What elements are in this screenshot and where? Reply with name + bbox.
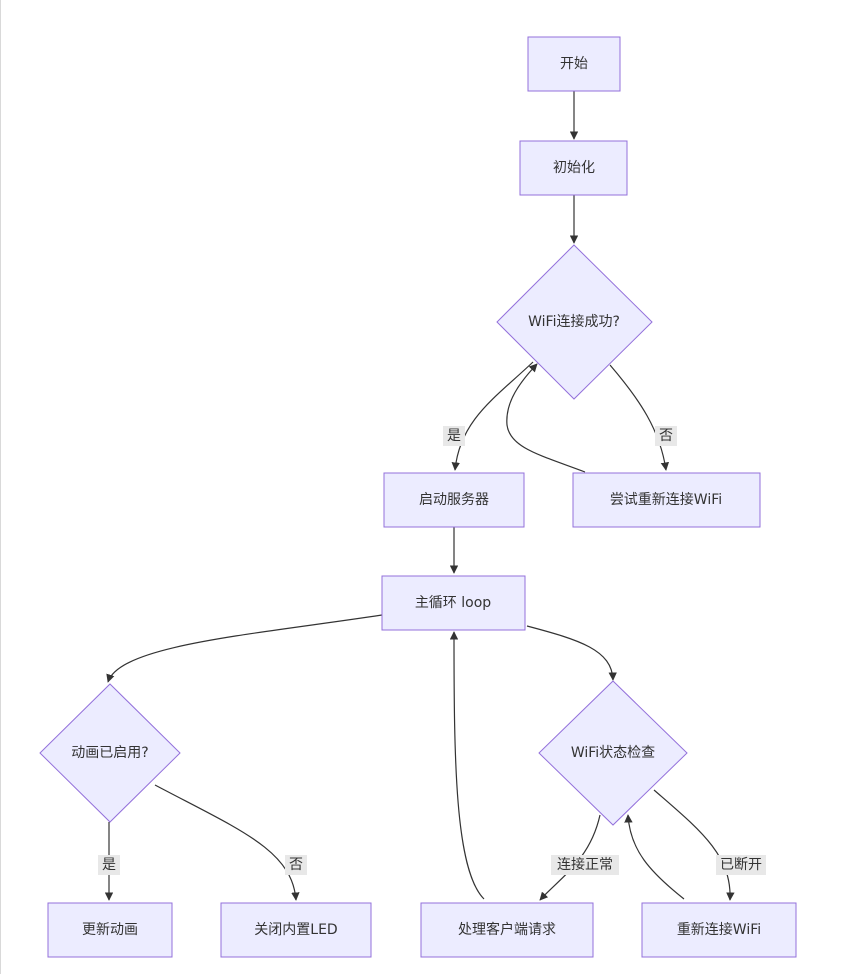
node-update-anim: 更新动画	[47, 902, 173, 958]
left-border	[0, 0, 1, 974]
node-wifi-status-label: WiFi状态检查	[571, 745, 655, 761]
node-handle-client-label: 处理客户端请求	[458, 921, 556, 938]
edge-wificheck-retry	[609, 364, 670, 471]
node-anim-enabled-label: 动画已启用?	[71, 745, 148, 761]
node-retry-wifi-label: 尝试重新连接WiFi	[610, 491, 722, 508]
label-anim-no: 否	[289, 857, 303, 873]
node-start-server: 启动服务器	[383, 472, 525, 528]
node-main-loop: 主循环 loop	[381, 575, 526, 631]
label-wifi-yes: 是	[447, 428, 461, 444]
edge-reconnect-wifistatus	[624, 814, 685, 900]
label-wifi-no: 否	[659, 428, 673, 444]
label-status-lost: 已断开	[720, 857, 762, 873]
node-handle-client: 处理客户端请求	[420, 902, 594, 958]
node-init: 初始化	[519, 140, 628, 196]
edge-mainloop-wifistatus	[526, 625, 617, 681]
node-retry-wifi: 尝试重新连接WiFi	[572, 472, 761, 528]
node-led-off: 关闭内置LED	[220, 902, 372, 958]
node-wifi-check-label: WiFi连接成功?	[528, 313, 620, 330]
nodes: 开始 初始化 WiFi连接成功? 启动服务器 尝试重新连接WiFi 主循环 lo…	[39, 36, 797, 958]
node-wifi-check: WiFi连接成功?	[496, 244, 653, 400]
label-status-ok: 连接正常	[557, 856, 613, 873]
edge-wifistatus-reconnect	[653, 789, 735, 901]
node-start-server-label: 启动服务器	[419, 492, 489, 508]
node-update-anim-label: 更新动画	[82, 922, 138, 938]
node-anim-enabled: 动画已启用?	[39, 683, 181, 823]
node-reconnect-wifi: 重新连接WiFi	[641, 902, 797, 958]
label-anim-yes: 是	[102, 857, 116, 873]
node-init-label: 初始化	[553, 159, 595, 176]
node-reconnect-wifi-label: 重新连接WiFi	[677, 921, 761, 938]
node-wifi-status: WiFi状态检查	[538, 680, 688, 826]
edge-wificheck-startserver	[451, 361, 534, 471]
node-start-label: 开始	[560, 56, 588, 72]
node-start: 开始	[527, 36, 621, 92]
edge-retry-wificheck	[506, 363, 586, 473]
node-main-loop-label: 主循环 loop	[415, 595, 491, 611]
edge-anim-ledoff	[154, 784, 300, 901]
edge-client-mainloop	[449, 631, 485, 900]
node-led-off-label: 关闭内置LED	[254, 922, 337, 938]
edges	[104, 91, 735, 901]
edge-labels: 是 否 是 否 连接正常 已断开	[98, 426, 766, 875]
edge-mainloop-anim	[106, 614, 383, 683]
